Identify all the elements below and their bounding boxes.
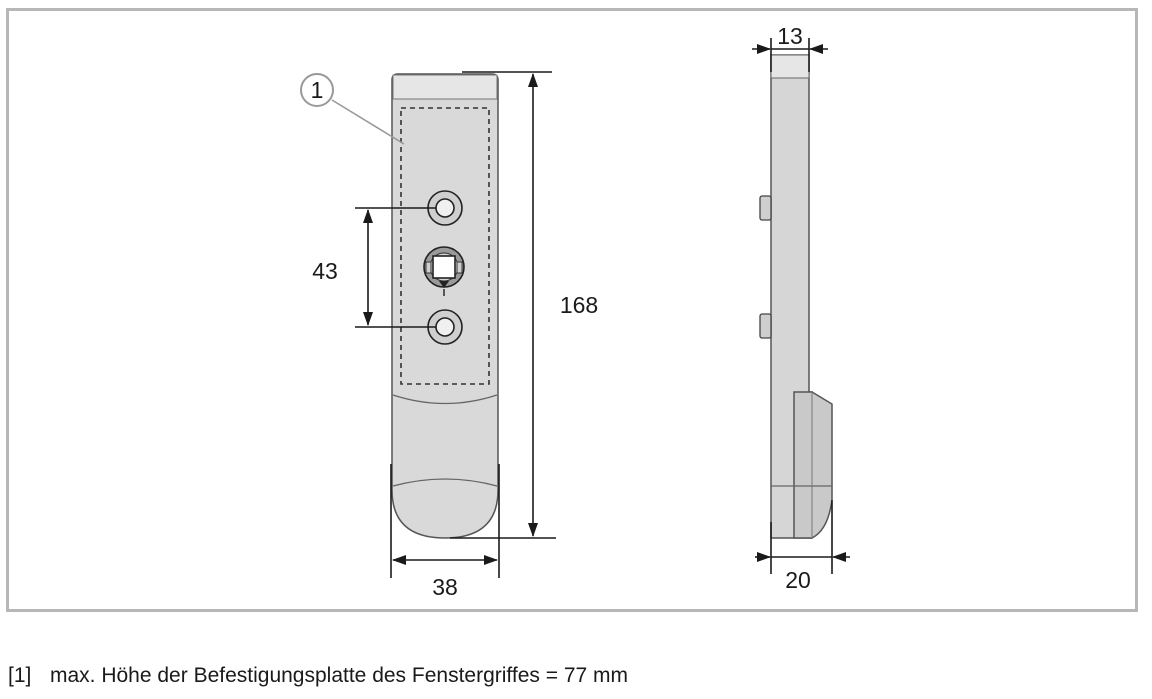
side-top-cap xyxy=(770,54,810,79)
dimension-168-label: 168 xyxy=(560,292,598,318)
lower-screw-hole xyxy=(427,309,463,345)
handle-square-insert xyxy=(423,246,465,296)
legend-item: [1] max. Höhe der Befestigungsplatte des … xyxy=(8,664,628,688)
technical-drawing: 1 43 168 38 xyxy=(300,23,850,600)
front-bottom-curve xyxy=(392,478,498,487)
legend-item-text: max. Höhe der Befestigungsplatte des Fen… xyxy=(50,664,628,687)
front-view: 1 43 168 38 xyxy=(300,71,598,600)
dimension-side-bottom-depth: 20 xyxy=(755,500,850,593)
side-pin-upper xyxy=(759,195,772,221)
legend: [1] max. Höhe der Befestigungsplatte des … xyxy=(8,664,628,688)
legend-item-number: [1] xyxy=(8,664,32,687)
dimension-front-width: 38 xyxy=(390,464,500,600)
side-pin-lower xyxy=(759,313,772,339)
dimension-43-label: 43 xyxy=(312,258,338,284)
dimension-hole-spacing: 43 xyxy=(312,207,436,328)
dimension-side-top-depth: 13 xyxy=(752,23,828,72)
callout-1: 1 xyxy=(300,73,405,145)
dimension-total-height: 168 xyxy=(450,71,598,539)
drawing-frame xyxy=(6,8,1138,612)
dimension-38-label: 38 xyxy=(432,574,458,600)
front-top-cap xyxy=(392,74,498,100)
front-body xyxy=(391,73,499,539)
side-view: 13 20 xyxy=(752,23,850,593)
callout-number: 1 xyxy=(311,77,324,103)
dimension-13-label: 13 xyxy=(777,23,803,49)
front-lower-curve xyxy=(392,394,498,405)
side-handle-protrusion xyxy=(793,391,833,539)
mounting-plate-outline xyxy=(400,107,490,385)
dimension-20-label: 20 xyxy=(785,567,811,593)
